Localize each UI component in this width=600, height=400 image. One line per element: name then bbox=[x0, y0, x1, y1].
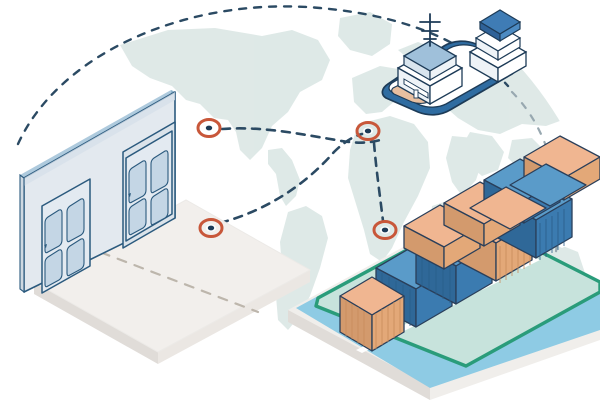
marker-warehouse-dock[interactable] bbox=[198, 218, 224, 238]
warehouse-building bbox=[19, 90, 176, 294]
door-panel bbox=[128, 160, 147, 204]
ship-stern-crates bbox=[468, 9, 528, 84]
door-panel bbox=[128, 198, 147, 236]
location-markers bbox=[196, 118, 398, 240]
door-panel bbox=[44, 209, 63, 254]
container-stack bbox=[339, 135, 600, 352]
door-panel bbox=[150, 188, 169, 226]
warehouse-platform bbox=[32, 199, 312, 364]
door-panel bbox=[150, 150, 169, 194]
port-terminal bbox=[288, 135, 600, 400]
cargo-ship bbox=[381, 9, 528, 116]
ship-mast-icon bbox=[419, 13, 441, 47]
warehouse-door-right[interactable] bbox=[125, 130, 173, 242]
door-panel bbox=[44, 249, 63, 288]
marker-europe[interactable] bbox=[355, 121, 381, 141]
route-marker-3-curve bbox=[218, 132, 364, 225]
warehouse-door-left[interactable] bbox=[41, 178, 91, 294]
container-blue bbox=[509, 163, 587, 207]
ship-bridge-roof bbox=[402, 40, 458, 82]
route-marker-2-to-4 bbox=[372, 141, 385, 223]
door-handle-icon bbox=[44, 244, 47, 248]
container-orange bbox=[403, 204, 481, 270]
container-orange bbox=[469, 186, 547, 230]
door-handle-icon bbox=[128, 193, 131, 197]
door-panel bbox=[66, 198, 85, 243]
floor-route-dash bbox=[82, 244, 260, 314]
marker-africa[interactable] bbox=[372, 220, 398, 240]
marker-north-america[interactable] bbox=[196, 118, 222, 138]
container-orange-detached bbox=[339, 276, 405, 352]
route-marker-1-to-2 bbox=[220, 127, 382, 144]
door-panel bbox=[66, 238, 85, 277]
